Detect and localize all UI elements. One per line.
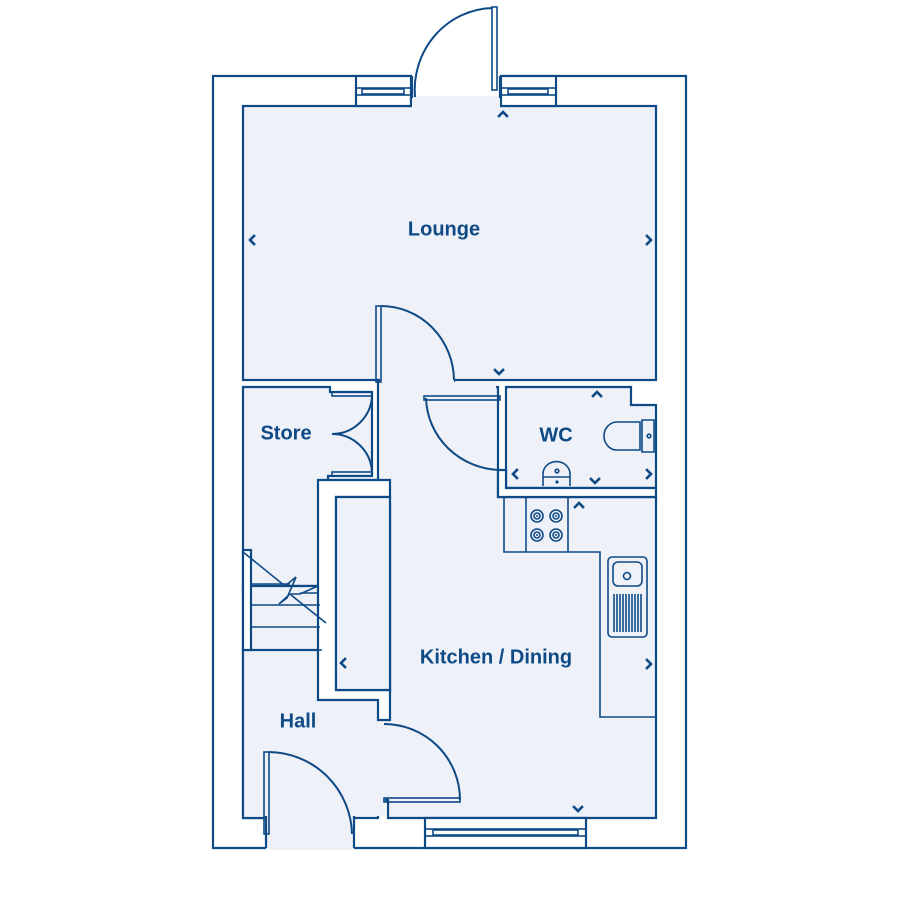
basin-icon [542,460,571,486]
internal-wall [496,468,658,499]
staircase-icon [241,548,327,652]
lounge-room [241,104,658,382]
room-label-wc: WC [539,424,573,447]
window-icon [423,816,588,850]
garden-door-sill [412,96,500,108]
window-icon [354,74,413,108]
room-label-hall: Hall [279,710,317,733]
worktop [503,497,656,718]
sink-icon [607,556,648,638]
wc-door-icon [423,395,501,471]
lounge-door-gap [380,376,454,390]
garden-door-icon [413,6,498,98]
corridor-fill [380,382,496,502]
room-label-lounge: Lounge [407,218,481,241]
front-door-opening [266,816,354,850]
front-door-icon [263,751,353,835]
kitchen-door-icon [383,723,461,803]
room-label-kitchen-dining: Kitchen / Dining [419,646,573,669]
toilet-icon [603,419,655,453]
window-icon [499,74,558,108]
hob-icon [530,509,563,542]
dimension-marker-icon [248,110,653,813]
store-door-icon [331,391,373,477]
lounge-door-icon [375,305,455,383]
room-label-store: Store [260,422,312,445]
